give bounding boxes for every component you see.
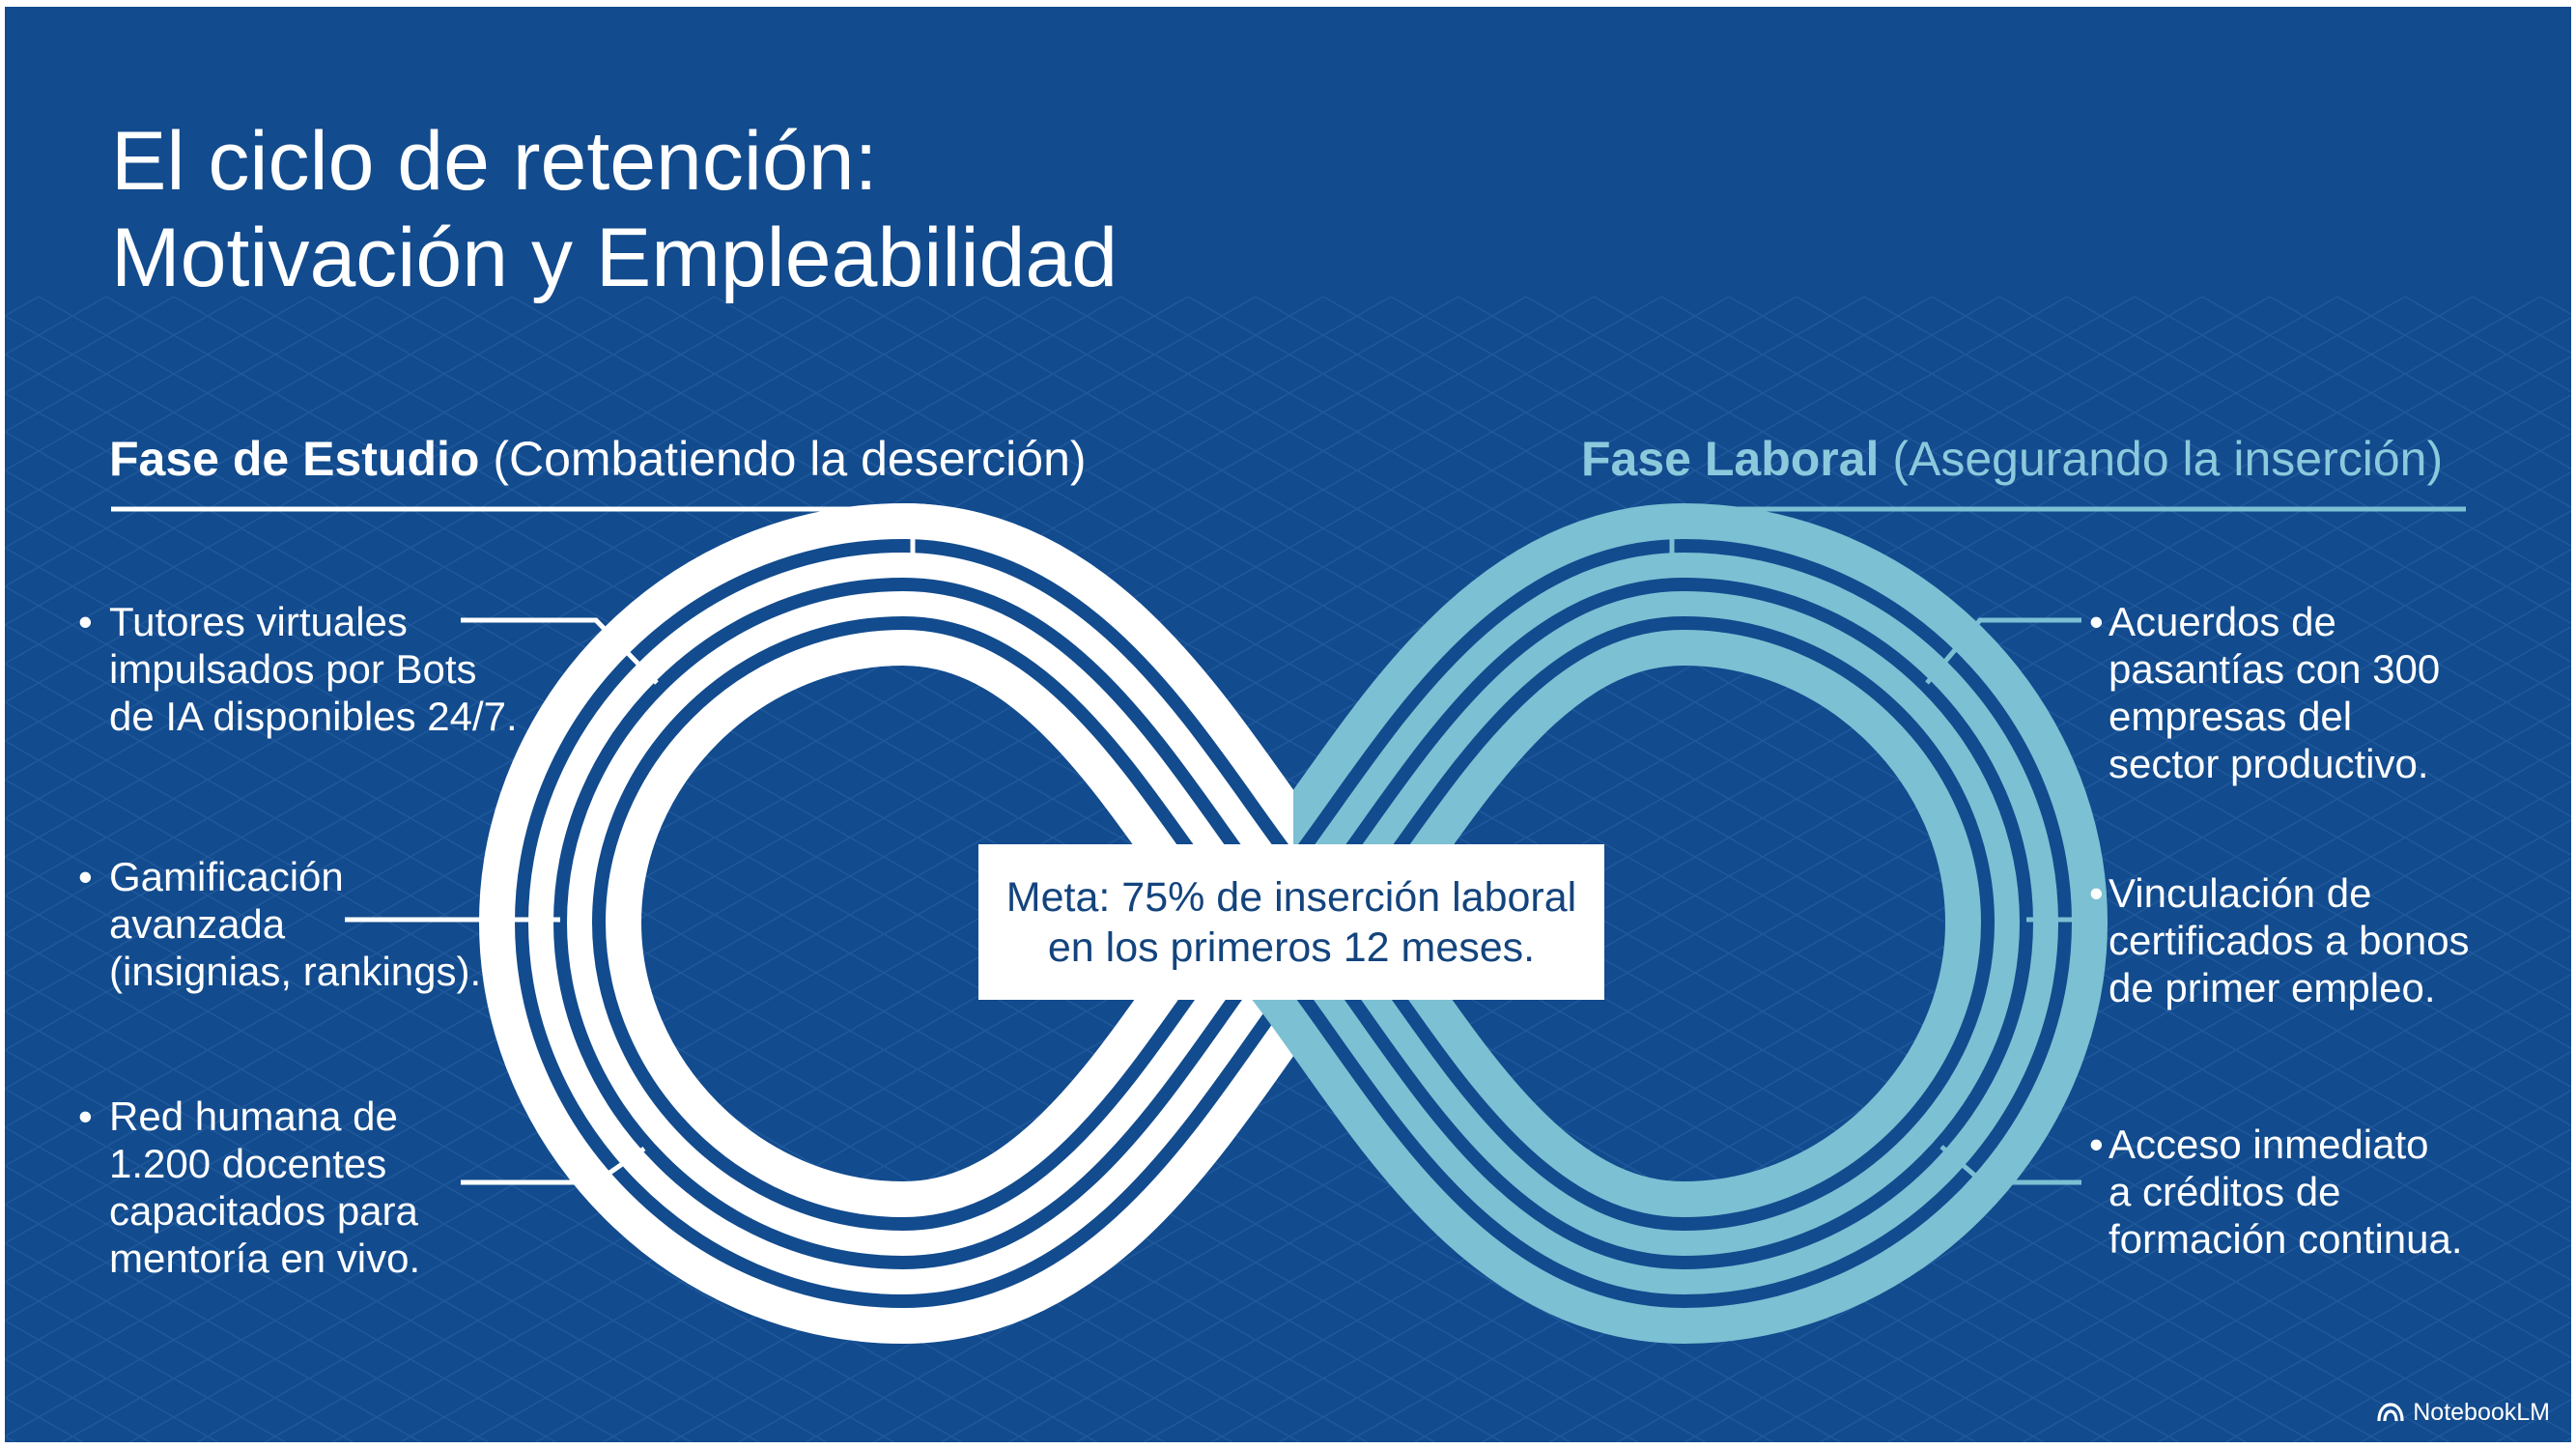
work-bullet-acuerdos: • Acuerdos de pasantías con 300 empresas…	[2089, 598, 2553, 787]
study-bullet-red-humana: • Red humana de 1.200 docentes capacitad…	[78, 1093, 553, 1282]
slide: El ciclo de retención: Motivación y Empl…	[5, 7, 2571, 1442]
bullet-line: 1.200 docentes	[109, 1141, 387, 1186]
bullet-line: Acceso inmediato	[2109, 1122, 2429, 1167]
bullet-line: (insignias, rankings).	[109, 949, 482, 994]
study-bullet-gamificacion: • Gamificación avanzada (insignias, rank…	[78, 853, 553, 995]
bullet-dot: •	[78, 1094, 93, 1139]
bullet-dot: •	[2089, 1122, 2104, 1167]
study-bullet-tutores: • Tutores virtuales impulsados por Bots …	[78, 598, 553, 740]
bullet-dot: •	[78, 854, 93, 899]
brand-watermark: NotebookLM	[2376, 1398, 2550, 1427]
page-title-line-2: Motivación y Empleabilidad	[111, 212, 1118, 304]
work-loop	[1231, 502, 2109, 1345]
bullet-line: a créditos de	[2109, 1169, 2341, 1214]
bullet-line: Vinculación de	[2109, 870, 2372, 916]
work-bullet-acceso: • Acceso inmediato a créditos de formaci…	[2089, 1121, 2553, 1263]
goal-box: Meta: 75% de inserción laboral en los pr…	[978, 844, 1604, 1000]
brand-name: NotebookLM	[2413, 1399, 2550, 1426]
bullet-dot: •	[2089, 870, 2104, 916]
connector-tutores	[461, 617, 659, 685]
bullet-line: Tutores virtuales	[109, 599, 408, 644]
connector-red-humana	[461, 1146, 646, 1185]
bullet-line: Gamificación	[109, 854, 344, 899]
connector-acuerdos	[1925, 617, 2081, 685]
work-bullet-vinculacion: • Vinculación de certificados a bonos de…	[2089, 869, 2553, 1011]
goal-line-2: en los primeros 12 meses.	[1047, 923, 1536, 971]
work-phase-heading: Fase Laboral (Asegurando la inserción)	[1581, 430, 2443, 488]
work-phase-label: Fase Laboral	[1581, 432, 1880, 486]
study-phase-subtitle: (Combatiendo la deserción)	[493, 432, 1087, 486]
bullet-line: impulsados por Bots	[109, 646, 477, 692]
bullet-line: Red humana de	[109, 1094, 398, 1139]
bullet-line: formación continua.	[2109, 1216, 2463, 1262]
bullet-line: empresas del	[2109, 694, 2353, 739]
study-connectors	[111, 506, 916, 1185]
goal-line-1: Meta: 75% de inserción laboral	[1005, 873, 1577, 921]
bullet-line: avanzada	[109, 901, 286, 947]
bullet-line: pasantías con 300	[2109, 646, 2441, 692]
bullet-line: sector productivo.	[2109, 741, 2429, 786]
bullet-line: capacitados para	[109, 1188, 418, 1234]
page-title: El ciclo de retención: Motivación y Empl…	[111, 113, 1118, 306]
bullet-line: de primer empleo.	[2109, 965, 2436, 1010]
connector-acceso	[1939, 1145, 2081, 1185]
bullet-line: Acuerdos de	[2109, 599, 2336, 644]
bullet-dot: •	[78, 599, 93, 644]
bullet-line: certificados a bonos	[2109, 918, 2470, 963]
study-phase-heading: Fase de Estudio (Combatiendo la deserció…	[109, 430, 1087, 488]
work-connectors	[1669, 506, 2466, 1185]
notebooklm-logo-icon	[2377, 1403, 2404, 1422]
page-title-line-1: El ciclo de retención:	[111, 115, 878, 208]
bullet-line: de IA disponibles 24/7.	[109, 694, 518, 739]
bullet-line: mentoría en vivo.	[109, 1236, 421, 1281]
study-header-rule	[111, 506, 916, 575]
bullet-dot: •	[2089, 599, 2104, 644]
work-phase-subtitle: (Asegurando la inserción)	[1892, 432, 2444, 486]
work-header-rule	[1669, 506, 2466, 575]
study-phase-label: Fase de Estudio	[109, 432, 480, 486]
